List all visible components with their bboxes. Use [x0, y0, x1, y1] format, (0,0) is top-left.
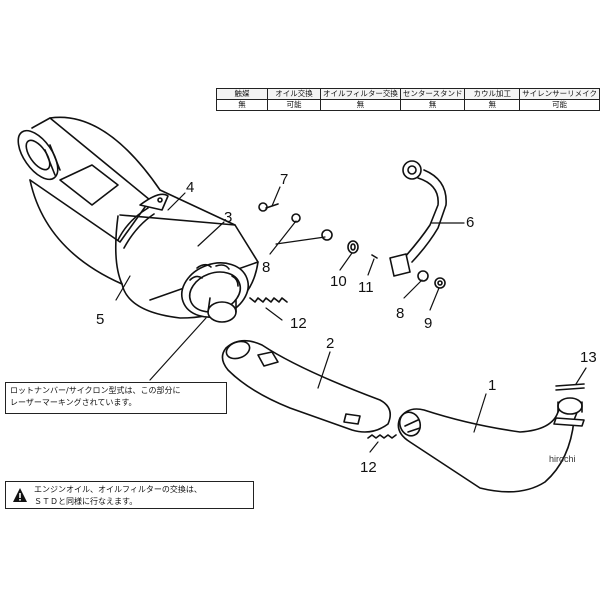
washers-8 — [291, 213, 429, 282]
laser-note-line1: ロットナンバー/サイクロン型式は、この部分に — [10, 386, 181, 395]
callout-4: 4 — [186, 179, 194, 196]
callout-12b: 12 — [360, 459, 377, 476]
spec-header-center-stand: センタースタンド — [399, 88, 466, 100]
callout-8b: 8 — [396, 305, 404, 322]
callout-7: 7 — [280, 171, 288, 188]
spec-value-row: 無 可能 無 無 無 可能 — [215, 99, 600, 111]
oil-note-line2: ＳＴＤと同様に行なえます。 — [34, 497, 138, 506]
spec-header-catalyst: 触媒 — [215, 88, 269, 100]
watermark: hirochi — [549, 454, 576, 464]
callout-3: 3 — [224, 209, 232, 226]
callout-8a: 8 — [262, 259, 270, 276]
head-pipe-1 — [397, 397, 585, 493]
laser-marking-note: ロットナンバー/サイクロン型式は、この部分に レーザーマーキングされています。 — [5, 382, 227, 414]
callout-11: 11 — [358, 279, 374, 296]
spec-header-oil-filter: オイルフィルター交換 — [319, 88, 401, 100]
callout-9: 9 — [424, 315, 432, 332]
pin-11 — [371, 254, 378, 259]
callout-1: 1 — [488, 377, 496, 394]
collar-10 — [347, 240, 359, 254]
callout-5: 5 — [96, 311, 104, 328]
spec-header-oil-change: オイル交換 — [267, 88, 321, 100]
callout-2: 2 — [326, 335, 334, 352]
spec-value-cowl: 無 — [464, 99, 521, 111]
spec-header-silencer-remake: サイレンサーリメイク — [519, 88, 600, 100]
stay-6 — [389, 160, 447, 277]
spec-header-cowl: カウル加工 — [464, 88, 521, 100]
spec-value-center-stand: 無 — [399, 99, 466, 111]
spec-table: 触媒 オイル交換 オイルフィルター交換 センタースタンド カウル加工 サイレンサ… — [215, 88, 600, 111]
spring-12-lower — [367, 434, 397, 439]
nut-9 — [434, 277, 446, 289]
leader-lines — [115, 186, 587, 453]
callout-12a: 12 — [290, 315, 307, 332]
callout-10: 10 — [330, 273, 347, 290]
callout-6: 6 — [466, 214, 474, 231]
spec-value-oil-change: 可能 — [267, 99, 321, 111]
link-pipe-2 — [221, 339, 391, 433]
oil-note-line1: エンジンオイル、オイルフィルターの交換は、 — [34, 485, 202, 494]
spec-value-silencer-remake: 可能 — [519, 99, 600, 111]
bolt-7 — [258, 202, 279, 212]
laser-note-line2: レーザーマーキングされています。 — [10, 398, 137, 407]
spec-header-row: 触媒 オイル交換 オイルフィルター交換 センタースタンド カウル加工 サイレンサ… — [215, 88, 600, 100]
warning-triangle-icon — [13, 488, 27, 502]
spec-value-catalyst: 無 — [215, 99, 269, 111]
oil-change-note: エンジンオイル、オイルフィルターの交換は、 ＳＴＤと同様に行なえます。 — [5, 481, 254, 509]
spec-value-oil-filter: 無 — [319, 99, 401, 111]
spring-12-upper — [249, 297, 288, 303]
silencer — [17, 116, 259, 323]
callout-13: 13 — [580, 349, 597, 366]
gasket-13 — [555, 383, 585, 391]
